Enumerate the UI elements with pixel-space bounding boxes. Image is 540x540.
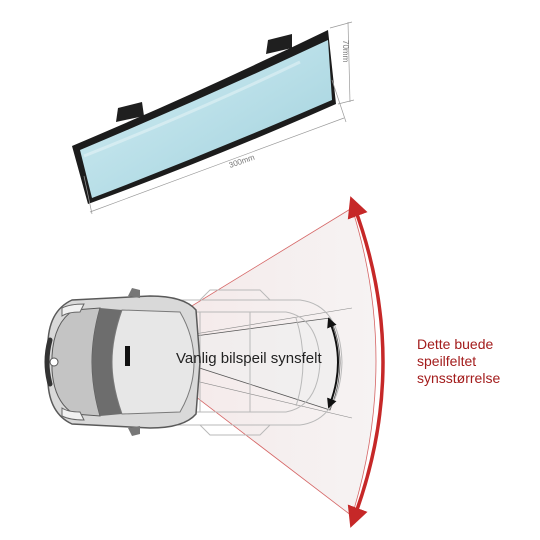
dimension-lines [83,21,355,215]
normal-field-arrow [327,317,339,409]
mirror-glass [80,40,332,198]
mirror-clip-left [116,102,144,122]
mirror-width-label: 300mm [228,153,256,170]
mirror-clip-right [266,34,292,54]
mirror-height-label: 70mm [341,40,350,63]
rearview-mirror [72,30,336,204]
interior-mirror [125,346,130,366]
curved-mirror-view-label: Dette buede speilfeltet synsstørrelse [417,336,535,387]
car-roof [111,309,195,415]
curved-label-line-2: speilfeltet [417,353,477,369]
curved-field-arrow [347,196,385,528]
curved-label-line-3: synsstørrelse [417,370,501,386]
car-logo [49,357,59,367]
car [44,288,201,436]
curved-label-line-1: Dette buede [417,336,494,352]
normal-mirror-view-label: Vanlig bilspeil synsfelt [176,350,322,367]
